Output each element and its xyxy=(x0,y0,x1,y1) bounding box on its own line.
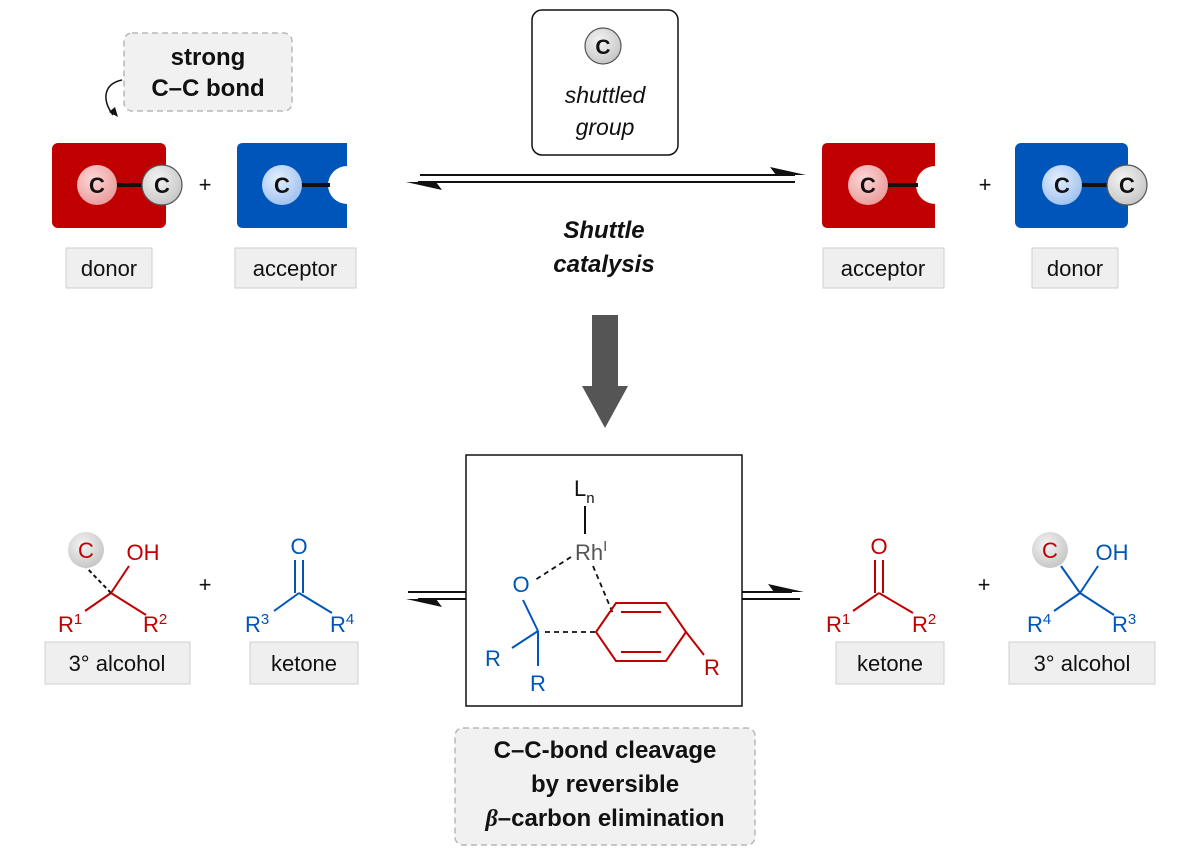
svg-text:C: C xyxy=(1042,538,1058,563)
svg-text:O: O xyxy=(870,534,887,559)
svg-text:C: C xyxy=(860,173,876,198)
svg-text:by reversible: by reversible xyxy=(531,771,679,798)
left-acceptor-block: C xyxy=(237,143,347,228)
svg-text:C: C xyxy=(274,173,290,198)
rhodium-transition-state: Ln RhI O R R R xyxy=(465,454,743,707)
plus-sign-bottom-right: + xyxy=(978,572,991,597)
equilibrium-arrows-bottom-right xyxy=(742,584,804,600)
svg-text:Ln: Ln xyxy=(574,476,595,507)
left-donor-block: C C xyxy=(52,143,183,228)
svg-text:R2: R2 xyxy=(143,611,167,637)
plus-sign: + xyxy=(199,172,212,197)
label-donor-left: donor xyxy=(65,247,153,289)
svg-text:donor: donor xyxy=(1047,256,1103,281)
catalysis-line1: Shuttle xyxy=(563,217,644,244)
strong-cc-bond-callout: strong C–C bond xyxy=(123,32,293,112)
svg-text:R4: R4 xyxy=(330,611,354,637)
svg-text:R3: R3 xyxy=(1112,611,1136,637)
svg-text:C: C xyxy=(154,173,170,198)
donor-carbon-atom xyxy=(77,165,117,205)
catalysis-line2: catalysis xyxy=(553,251,654,278)
plus-sign-bottom-left: + xyxy=(199,572,212,597)
svg-text:C: C xyxy=(78,538,94,563)
cleavage-caption: C–C-bond cleavage by reversible β–carbon… xyxy=(454,727,756,846)
right-ketone: O R1 R2 xyxy=(826,534,936,637)
label-ketone-right: ketone xyxy=(835,641,945,685)
svg-text:R1: R1 xyxy=(826,611,850,637)
callout-line1: strong xyxy=(171,44,246,71)
svg-text:O: O xyxy=(290,534,307,559)
equilibrium-arrows-top xyxy=(406,167,806,190)
svg-text:OH: OH xyxy=(127,540,160,565)
label-ketone-left: ketone xyxy=(249,641,359,685)
label-acceptor-right: acceptor xyxy=(822,247,945,289)
shuttled-carbon-atom xyxy=(141,164,183,206)
right-donor-block: C C xyxy=(1015,143,1148,228)
right-acceptor-block: C xyxy=(822,143,935,228)
svg-text:C–C-bond cleavage: C–C-bond cleavage xyxy=(494,737,717,764)
label-alcohol-right: 3° alcohol xyxy=(1008,641,1156,685)
svg-text:R: R xyxy=(530,671,546,696)
svg-text:C: C xyxy=(1119,173,1135,198)
svg-text:C: C xyxy=(89,173,105,198)
svg-text:R: R xyxy=(485,646,501,671)
svg-text:ketone: ketone xyxy=(857,651,923,676)
svg-text:acceptor: acceptor xyxy=(841,256,925,281)
svg-text:R2: R2 xyxy=(912,611,936,637)
svg-text:R3: R3 xyxy=(245,611,269,637)
shuttled-group-box: C shuttled group xyxy=(531,9,679,156)
svg-text:C: C xyxy=(595,36,610,59)
svg-text:acceptor: acceptor xyxy=(253,256,337,281)
label-acceptor-left: acceptor xyxy=(234,247,357,289)
svg-text:RhI: RhI xyxy=(575,538,607,565)
svg-text:O: O xyxy=(512,572,529,597)
callout-arrowhead xyxy=(109,107,118,117)
left-tertiary-alcohol: C OH R1 R2 xyxy=(58,532,167,637)
svg-text:OH: OH xyxy=(1096,540,1129,565)
svg-text:R: R xyxy=(704,655,720,680)
svg-text:shuttled: shuttled xyxy=(565,82,647,108)
svg-text:R4: R4 xyxy=(1027,611,1051,637)
svg-text:β–carbon elimination: β–carbon elimination xyxy=(484,805,724,832)
svg-text:ketone: ketone xyxy=(271,651,337,676)
label-donor-right: donor xyxy=(1031,247,1119,289)
acceptor-carbon-atom xyxy=(262,165,302,205)
equilibrium-arrows-bottom-left xyxy=(406,591,466,607)
svg-text:group: group xyxy=(576,114,635,140)
svg-text:donor: donor xyxy=(81,256,137,281)
plus-sign-right: + xyxy=(979,172,992,197)
svg-text:R1: R1 xyxy=(58,611,82,637)
svg-text:3° alcohol: 3° alcohol xyxy=(1034,651,1131,676)
right-tertiary-alcohol: C OH R4 R3 xyxy=(1027,532,1136,637)
down-arrow xyxy=(582,315,628,428)
left-ketone: O R3 R4 xyxy=(245,534,354,637)
svg-text:C: C xyxy=(1054,173,1070,198)
callout-line2: C–C bond xyxy=(151,75,264,102)
label-alcohol-left: 3° alcohol xyxy=(44,641,191,685)
svg-text:3° alcohol: 3° alcohol xyxy=(69,651,166,676)
